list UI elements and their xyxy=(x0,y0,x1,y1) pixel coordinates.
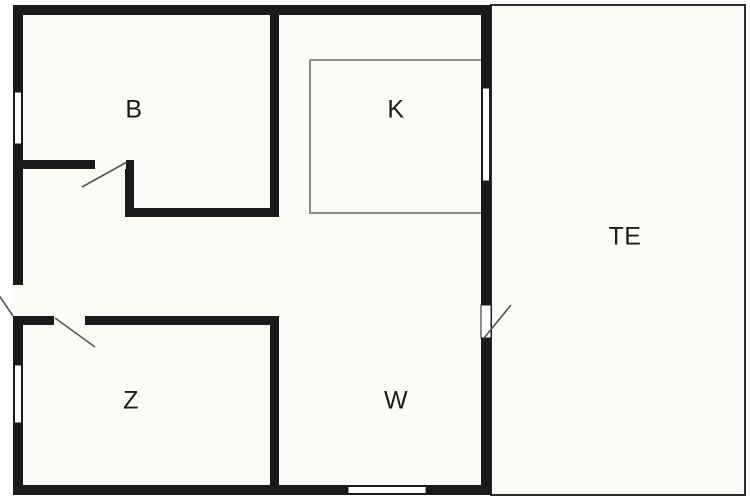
door-swing-entrance-west xyxy=(0,295,14,317)
outer-walls xyxy=(13,5,491,495)
door-opening-living-terrace xyxy=(480,304,492,339)
kitchen-thin-lines xyxy=(309,59,481,214)
door-opening-entrance-west xyxy=(13,285,23,316)
floor-fill xyxy=(13,5,491,495)
room-label-terrace: TE xyxy=(609,223,642,251)
door-swing-living-terrace xyxy=(483,304,512,339)
door-bedroom-interior xyxy=(81,160,128,188)
wall-west xyxy=(13,5,23,495)
window-west-room-z xyxy=(14,364,22,424)
windows xyxy=(14,87,490,494)
door-swing-bedroom xyxy=(81,161,128,188)
door-living-to-terrace xyxy=(480,304,512,339)
wall-north xyxy=(13,5,491,15)
window-west-bedroom xyxy=(14,91,22,145)
room-label-living: W xyxy=(384,387,408,415)
house-floor xyxy=(13,5,491,495)
wall-bedroom-jog xyxy=(125,160,134,217)
window-south-living xyxy=(347,486,427,494)
room-label-bedroom: B xyxy=(125,96,142,124)
wall-room-z-living xyxy=(270,316,279,495)
door-entrance-west xyxy=(0,285,23,317)
terrace-area xyxy=(490,4,746,496)
door-opening-bedroom xyxy=(95,160,126,169)
wall-east xyxy=(481,5,491,495)
room-label-kitchen: K xyxy=(387,96,404,124)
room-label-room-z: Z xyxy=(123,387,139,415)
terrace-floor xyxy=(490,4,746,496)
interior-walls xyxy=(23,5,279,495)
window-east-kitchen xyxy=(482,87,490,182)
wall-room-z-north xyxy=(23,316,279,325)
wall-bedroom-south xyxy=(125,208,279,217)
wall-south xyxy=(13,485,491,495)
kitchen-counter-edge xyxy=(309,60,481,214)
door-swing-room-z xyxy=(54,317,96,348)
wall-bedroom-south-stub xyxy=(23,160,95,169)
door-opening-room-z xyxy=(54,316,85,325)
wall-bedroom-kitchen xyxy=(270,5,279,217)
door-room-z-interior xyxy=(54,316,96,348)
